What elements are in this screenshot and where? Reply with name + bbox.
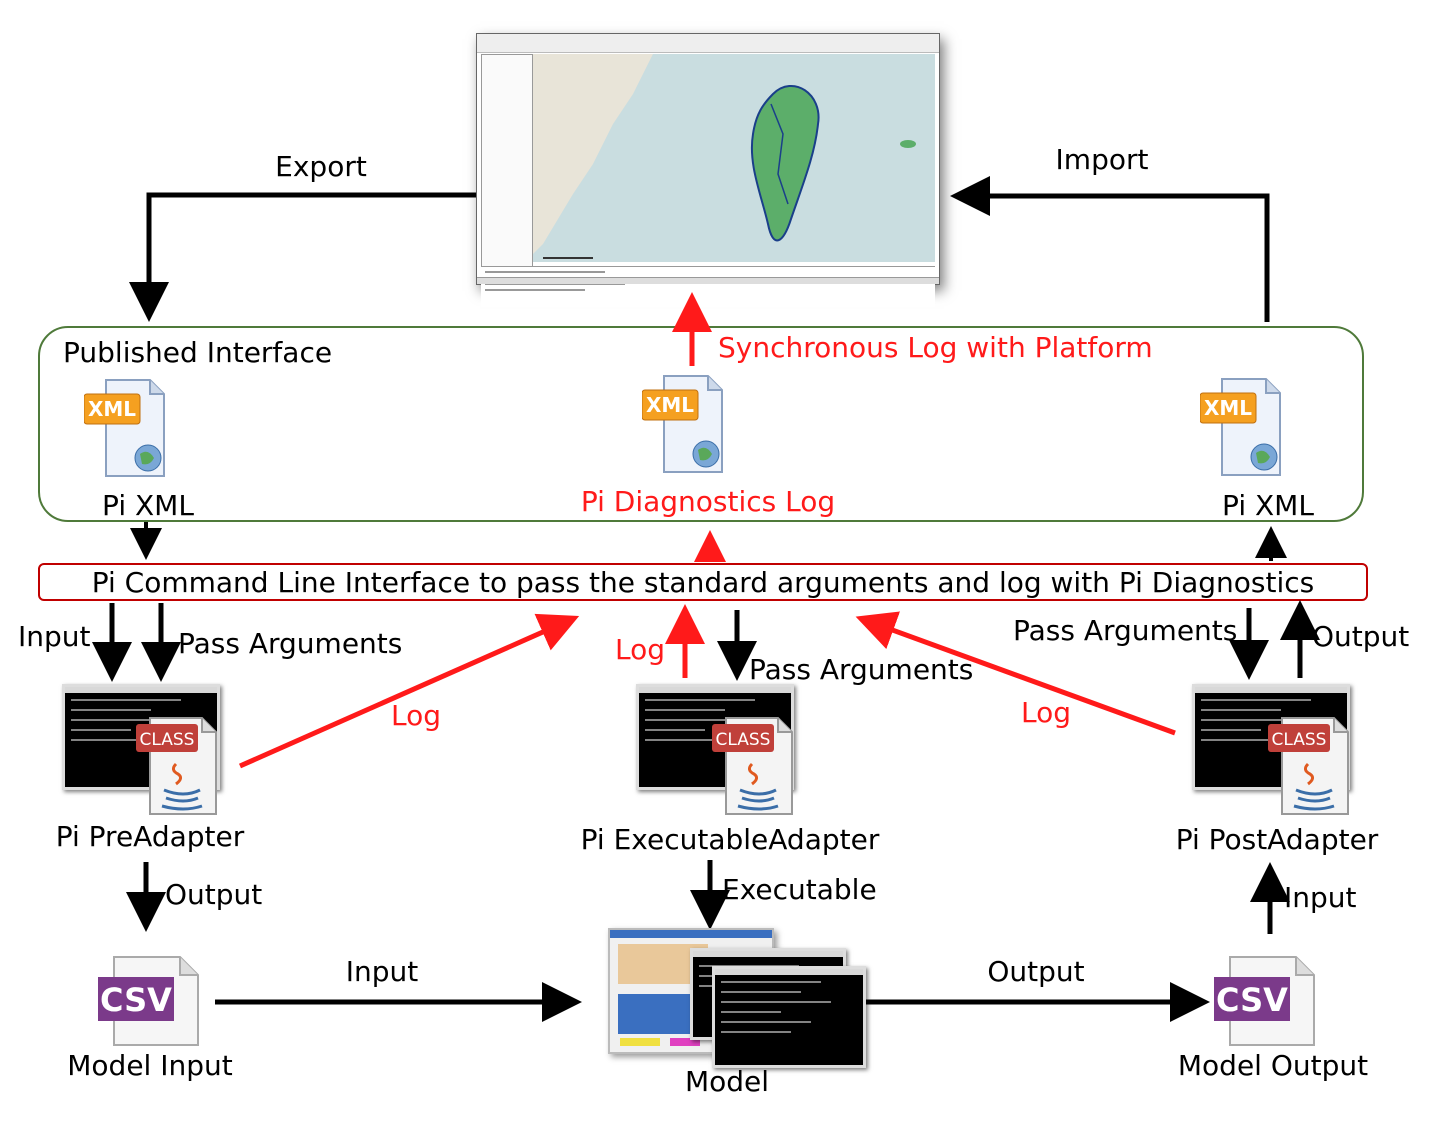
svg-text:CLASS: CLASS (140, 730, 195, 750)
synchronous-log-label: Synchronous Log with Platform (718, 331, 1153, 364)
import-arrow (950, 176, 1270, 322)
input-left-label: Input (18, 620, 91, 653)
svg-text:CSV: CSV (100, 981, 172, 1019)
csv-file-icon-left: CSV (98, 956, 199, 1046)
pass-args-left-label: Pass Arguments (178, 627, 403, 660)
svg-text:XML: XML (646, 393, 694, 417)
import-label: Import (1055, 143, 1149, 176)
export-arrow (129, 192, 476, 322)
input-post-label: Input (1284, 881, 1357, 914)
output-pre-label: Output (165, 878, 263, 911)
java-class-icon-post: CLASS (1268, 717, 1349, 815)
xml-file-icon-left: XML (84, 379, 165, 477)
platform-screenshot (476, 33, 940, 307)
cli-box (38, 563, 1368, 601)
published-interface-label: Published Interface (63, 336, 333, 369)
cli-label: Pi Command Line Interface to pass the st… (91, 566, 1315, 599)
pi-diagnostics-log-label: Pi Diagnostics Log (580, 485, 836, 518)
export-label: Export (275, 150, 367, 183)
csv-file-icon-right: CSV (1214, 956, 1315, 1046)
pass-args-right-label: Pass Arguments (1013, 614, 1238, 647)
post-adapter-label: Pi PostAdapter (1175, 823, 1379, 856)
java-class-icon-pre: CLASS (136, 717, 217, 815)
model-terminal-front (712, 966, 866, 1068)
platform-menubar (477, 34, 939, 53)
svg-text:XML: XML (88, 397, 136, 421)
platform-statusbar (477, 277, 939, 284)
pass-args-center-label: Pass Arguments (749, 653, 974, 686)
pre-adapter-label: Pi PreAdapter (55, 820, 245, 853)
log-right-arrow-label: Log (1021, 696, 1072, 729)
model-label: Model (684, 1065, 770, 1098)
platform-map (533, 54, 935, 262)
svg-text:CLASS: CLASS (716, 730, 771, 750)
model-output-label: Model Output (1177, 1049, 1369, 1082)
model-input-label: Model Input (67, 1049, 233, 1082)
exec-adapter-label: Pi ExecutableAdapter (580, 823, 880, 856)
platform-tree-panel (481, 54, 533, 270)
java-class-icon-exec: CLASS (712, 717, 793, 815)
log-left-arrow-label: Log (391, 699, 442, 732)
output-model-label: Output (987, 955, 1085, 988)
log-right-diagonal-arrow (855, 611, 1176, 736)
log-center-label: Log (615, 633, 666, 666)
pi-xml-right-label: Pi XML (1222, 489, 1314, 522)
log-left-diagonal-arrow (238, 613, 580, 769)
pi-xml-left-label: Pi XML (102, 489, 194, 522)
executable-label: Executable (722, 873, 877, 906)
xml-file-icon-right: XML (1200, 378, 1281, 476)
xml-file-icon-center: XML (642, 375, 723, 473)
svg-text:CSV: CSV (1216, 981, 1288, 1019)
input-model-label: Input (345, 955, 419, 988)
svg-text:XML: XML (1204, 396, 1252, 420)
output-right-label: Output (1312, 620, 1410, 653)
svg-text:CLASS: CLASS (1272, 730, 1327, 750)
